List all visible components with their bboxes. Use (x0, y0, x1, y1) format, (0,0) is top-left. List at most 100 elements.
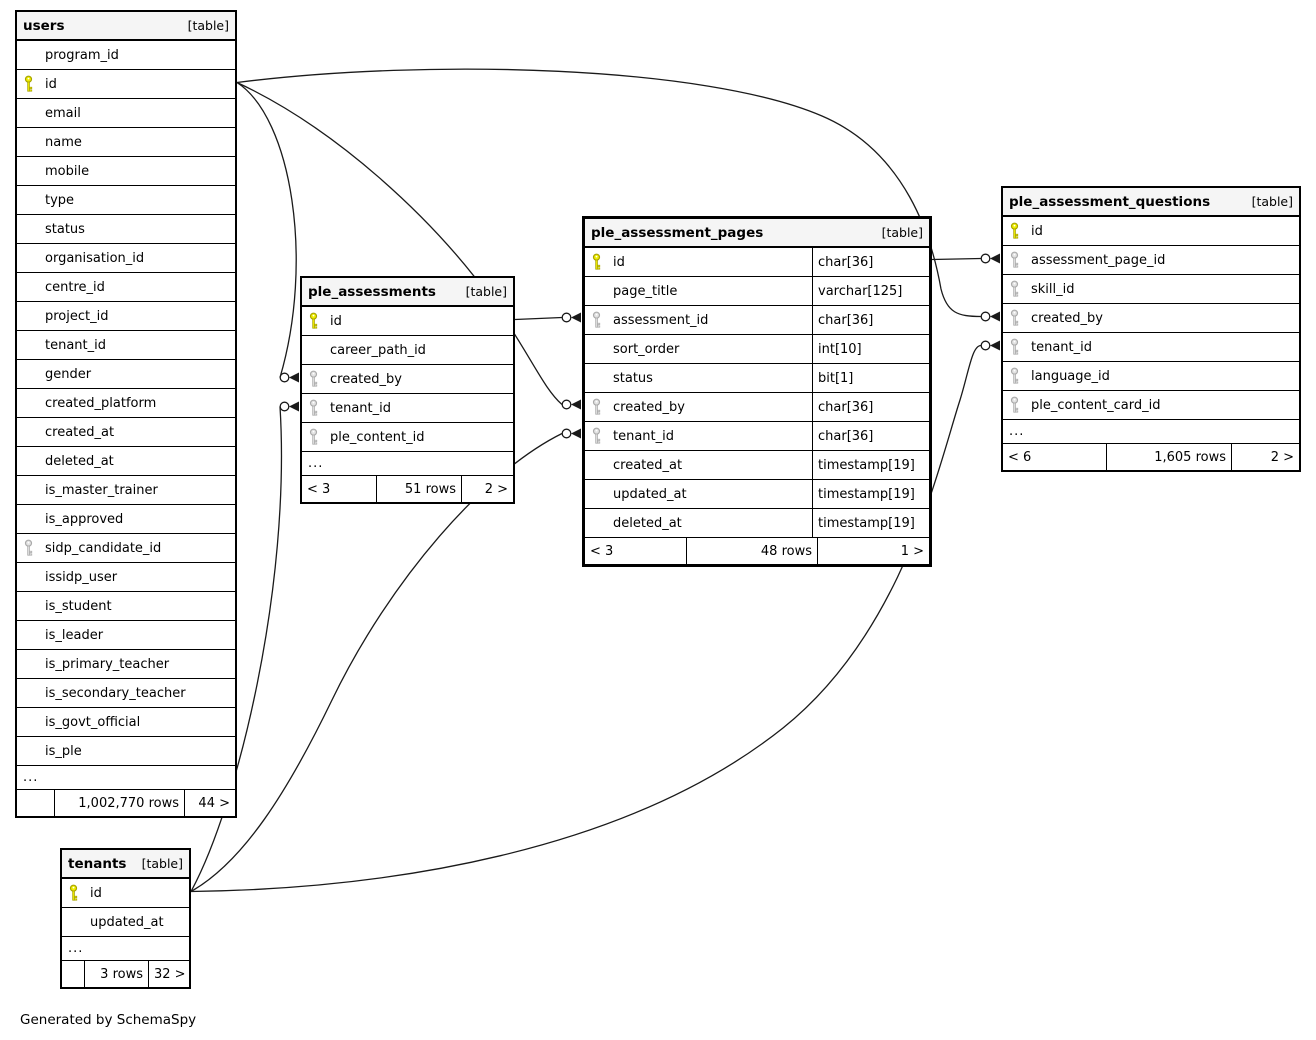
table-header-ple_assessments: ple_assessments [table] (302, 278, 513, 307)
column-name: updated_at (613, 486, 687, 502)
pk-key-slot (308, 312, 330, 330)
table-name-ple_assessment_questions[interactable]: ple_assessment_questions (1009, 193, 1211, 210)
column-row-ple_assessment_questions-assessment_page_id: assessment_page_id (1003, 246, 1299, 275)
column-type: int[10] (812, 335, 929, 363)
footer-row-count: 1,605 rows (1107, 444, 1232, 470)
column-type: varchar[125] (812, 277, 929, 305)
column-row-users-is_master_trainer: is_master_trainer (17, 476, 235, 505)
column-row-users-is_primary_teacher: is_primary_teacher (17, 650, 235, 679)
column-type: char[36] (812, 248, 929, 276)
column-row-users-created_platform: created_platform (17, 389, 235, 418)
table-header-ple_assessment_questions: ple_assessment_questions[table] (1003, 188, 1299, 217)
pk-key-slot (68, 884, 90, 902)
column-type: char[36] (812, 393, 929, 421)
table-name-ple_assessment_pages[interactable]: ple_assessment_pages (591, 224, 764, 241)
fk-circle-marker (561, 428, 572, 439)
table-name-tenants[interactable]: tenants (68, 855, 127, 872)
column-row-ple_assessments-created_by: created_by (302, 365, 513, 394)
table-tag: [table] (187, 18, 229, 33)
relationship-line-users-to-ple_assessment_pages (236, 81, 563, 405)
column-name: tenant_id (613, 428, 675, 444)
column-name: id (90, 885, 102, 901)
table-header-ple_assessment_pages: ple_assessment_pages[table] (585, 219, 929, 248)
relationship-line-tenants-to-ple_assessments (190, 406, 283, 892)
table-name-users[interactable]: users (23, 17, 65, 34)
column-row-users-type: type (17, 186, 235, 215)
column-row-users-tenant_id: tenant_id (17, 331, 235, 360)
column-name: assessment_page_id (1031, 252, 1166, 268)
footer-prev-count: < 3 (302, 476, 377, 502)
column-row-users-gender: gender (17, 360, 235, 389)
column-name: name (45, 134, 82, 150)
column-row-users-is_leader: is_leader (17, 621, 235, 650)
column-row-tenants-id: id (62, 879, 189, 908)
column-row-users-mobile: mobile (17, 157, 235, 186)
column-type: timestamp[19] (812, 451, 929, 479)
column-row-ple_assessments-id: id (302, 307, 513, 336)
footer-prev-count (62, 961, 85, 987)
fk-key-slot (591, 311, 613, 329)
column-name: type (45, 192, 75, 208)
fk-key-slot (308, 370, 330, 388)
foreign-key-icon (592, 311, 601, 328)
column-name: sidp_candidate_id (45, 540, 162, 556)
column-name: issidp_user (45, 569, 118, 585)
fk-arrowhead (571, 312, 581, 323)
pk-key-slot (23, 75, 45, 93)
column-row-ple_assessment_questions-tenant_id: tenant_id (1003, 333, 1299, 362)
column-name: created_by (330, 371, 402, 387)
column-row-users-name: name (17, 128, 235, 157)
footer-next-count: 2 > (1270, 449, 1294, 465)
more-columns-ellipsis: ... (302, 452, 513, 476)
column-name: ple_content_card_id (1031, 397, 1161, 413)
foreign-key-icon (1010, 251, 1019, 268)
more-columns-ellipsis: ... (62, 937, 189, 961)
table-header-tenants: tenants[table] (62, 850, 189, 879)
fk-arrowhead (289, 372, 299, 383)
footer-next-count: 32 > (154, 966, 186, 982)
footer-next-count: 44 > (198, 795, 230, 811)
column-row-users-id: id (17, 70, 235, 99)
column-row-ple_assessments-tenant_id: tenant_id (302, 394, 513, 423)
fk-arrowhead (571, 399, 581, 410)
table-tag: [table] (465, 284, 507, 299)
primary-key-icon (24, 75, 33, 92)
column-row-ple_assessments-career_path_id: career_path_id (302, 336, 513, 365)
column-row-users-status: status (17, 215, 235, 244)
fk-key-slot (1009, 251, 1031, 269)
column-row-ple_assessment_questions-id: id (1003, 217, 1299, 246)
primary-key-icon (69, 884, 78, 901)
column-type: timestamp[19] (812, 480, 929, 508)
fk-arrowhead (571, 428, 581, 439)
column-row-ple_assessment_questions-language_id: language_id (1003, 362, 1299, 391)
column-name: id (613, 254, 625, 270)
footer-prev-count: < 3 (585, 538, 687, 564)
more-columns-ellipsis: ... (1003, 420, 1299, 444)
column-name: is_student (45, 598, 112, 614)
column-row-users-is_ple: is_ple (17, 737, 235, 766)
column-name: is_master_trainer (45, 482, 158, 498)
fk-circle-marker (279, 401, 290, 412)
column-row-users-deleted_at: deleted_at (17, 447, 235, 476)
column-row-users-created_at: created_at (17, 418, 235, 447)
generated-by-note: Generated by SchemaSpy (20, 1012, 197, 1028)
footer-row-count: 1,002,770 rows (55, 790, 185, 816)
column-name: is_approved (45, 511, 124, 527)
pk-key-slot (591, 253, 613, 271)
column-name: id (330, 313, 342, 329)
column-row-ple_assessment_questions-ple_content_card_id: ple_content_card_id (1003, 391, 1299, 420)
column-row-tenants-updated_at: updated_at (62, 908, 189, 937)
foreign-key-icon (309, 370, 318, 387)
table-name-ple_assessments[interactable]: ple_assessments (308, 283, 436, 300)
column-name: created_by (1031, 310, 1103, 326)
column-name: updated_at (90, 914, 164, 930)
column-name: gender (45, 366, 92, 382)
column-type: bit[1] (812, 364, 929, 392)
column-name: tenant_id (1031, 339, 1093, 355)
